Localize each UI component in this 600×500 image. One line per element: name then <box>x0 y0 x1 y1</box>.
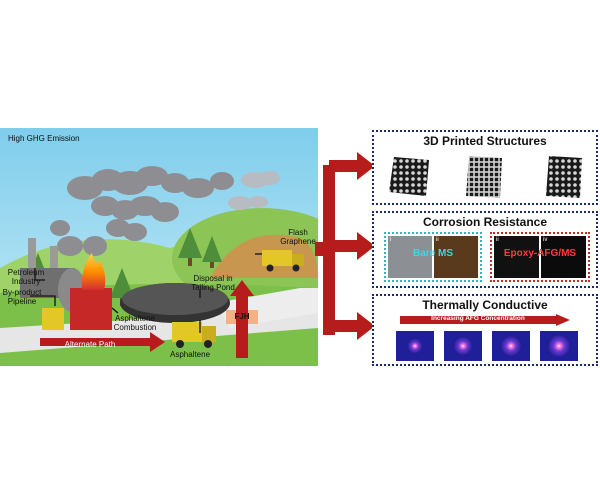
sample-3 <box>546 156 582 198</box>
branch-arrows <box>315 152 375 340</box>
flash-label: Flash Graphene <box>280 228 316 246</box>
printed-samples <box>389 156 582 198</box>
epoxy-afg-box: ii iv Epoxy-AFG/MS <box>490 232 590 282</box>
epoxy-tag-i: ii <box>496 237 499 243</box>
bare-ms-box: i ii Bare MS <box>384 232 482 282</box>
concentration-arrow <box>400 314 570 326</box>
red-tank <box>70 288 112 330</box>
scene-illustration <box>0 128 318 366</box>
fjh-label: FJH <box>234 312 250 321</box>
panel-thermal: Thermally Conductive Increasing AFG Conc… <box>372 294 598 366</box>
panel-3d-title: 3D Printed Structures <box>423 134 547 148</box>
bare-tag-i: i <box>390 237 392 243</box>
bare-ms-label: Bare MS <box>412 248 453 259</box>
high-ghg-label: High GHG Emission <box>8 134 80 143</box>
panel-3d-printed: 3D Printed Structures <box>372 130 598 205</box>
combustion-label: Asphaltene Combustion <box>113 314 157 332</box>
truck-asphaltene <box>172 322 216 348</box>
pointer-arrows <box>30 253 262 333</box>
yellow-block <box>42 308 64 330</box>
epoxy-tag-iv: iv <box>543 237 548 243</box>
smoke-clouds <box>50 166 234 256</box>
sample-1 <box>389 157 429 196</box>
concentration-label: Increasing AFG Concentration <box>431 315 525 322</box>
sample-2 <box>466 156 502 198</box>
bare-ms-image <box>388 236 432 278</box>
fire <box>81 253 106 290</box>
rust-image <box>434 236 478 278</box>
sky-clouds <box>228 171 280 210</box>
disposal-label: Disposal in Tailing Pond <box>191 274 235 292</box>
panel-corrosion: Corrosion Resistance i ii Bare MS ii iv … <box>372 211 598 288</box>
epoxy-image-2 <box>541 236 586 278</box>
petroleum-label: Petroleum Industry <box>7 268 45 286</box>
alternate-label: Alternate Path <box>64 340 116 349</box>
thermal-images <box>396 331 578 361</box>
bare-tag-ii: ii <box>436 237 439 243</box>
scene: High GHG Emission Petroleum Industry By-… <box>0 128 318 366</box>
factory-chimney-2 <box>50 246 58 270</box>
panel-corrosion-title: Corrosion Resistance <box>422 215 548 229</box>
alternate-path-arrow <box>40 332 165 352</box>
epoxy-image-1 <box>494 236 539 278</box>
byproduct-label: By-product Pipeline <box>2 288 42 306</box>
asphaltene-label: Asphaltene <box>169 350 211 359</box>
fjh-up-arrow <box>230 280 254 358</box>
epoxy-afg-label: Epoxy-AFG/MS <box>503 248 577 259</box>
panel-thermal-title: Thermally Conductive <box>422 298 548 312</box>
truck-graphene <box>262 250 304 272</box>
factory-chimney <box>28 238 36 268</box>
